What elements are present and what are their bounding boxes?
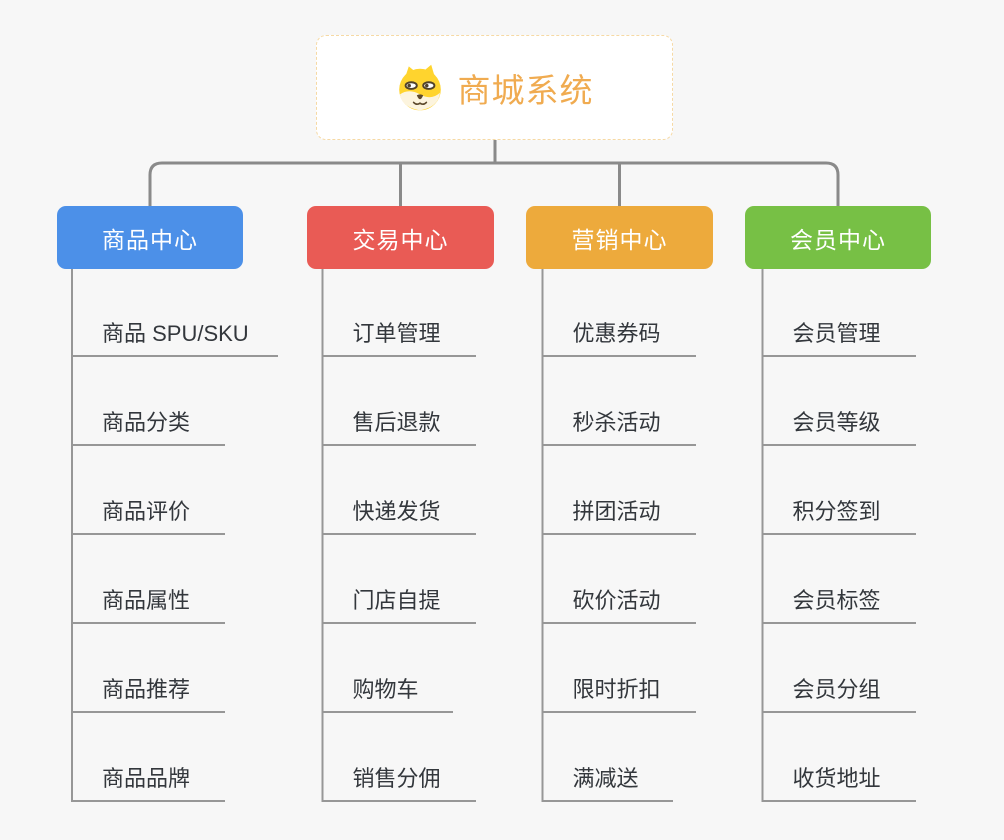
leaf-label: 商品评价: [102, 499, 191, 524]
leaf-item[interactable]: 会员标签: [761, 582, 916, 624]
leaf-label: 会员标签: [792, 588, 881, 613]
leaf-item[interactable]: 积分签到: [761, 493, 916, 535]
branch-node-member-center[interactable]: 会员中心: [745, 206, 931, 269]
leaf-label: 砍价活动: [572, 588, 661, 613]
leaf-label: 收货地址: [792, 766, 881, 791]
leaf-label: 会员等级: [792, 410, 881, 435]
branch-label: 营销中心: [571, 226, 668, 253]
doge-icon: [398, 64, 441, 110]
leaf-item[interactable]: 会员等级: [761, 404, 916, 446]
leaf-item[interactable]: 优惠券码: [541, 315, 696, 357]
leaf-label: 积分签到: [792, 499, 881, 524]
leaf-item[interactable]: 收货地址: [761, 760, 916, 802]
leaf-label: 商品推荐: [102, 677, 191, 702]
leaf-label: 商品属性: [102, 588, 191, 613]
leaf-item[interactable]: 会员管理: [761, 315, 916, 357]
leaf-item[interactable]: 商品分类: [71, 404, 225, 446]
leaf-label: 门店自提: [352, 588, 441, 613]
leaf-label: 商品品牌: [102, 766, 191, 791]
branch-node-product-center[interactable]: 商品中心: [57, 206, 243, 269]
leaf-item[interactable]: 售后退款: [321, 404, 476, 446]
leaf-label: 销售分佣: [352, 766, 441, 791]
leaf-item[interactable]: 秒杀活动: [541, 404, 696, 446]
leaf-item[interactable]: 限时折扣: [541, 671, 696, 713]
leaf-label: 秒杀活动: [572, 410, 661, 435]
leaf-label: 拼团活动: [572, 499, 661, 524]
leaf-label: 购物车: [352, 677, 419, 702]
leaf-item[interactable]: 商品品牌: [71, 760, 225, 802]
leaf-label: 会员管理: [792, 321, 881, 346]
branch-node-marketing-center[interactable]: 营销中心: [526, 206, 713, 269]
leaf-label: 满减送: [572, 766, 639, 791]
leaf-item[interactable]: 砍价活动: [541, 582, 696, 624]
leaf-label: 商品 SPU/SKU: [102, 321, 249, 346]
leaf-label: 订单管理: [352, 321, 441, 346]
leaf-item[interactable]: 快递发货: [321, 493, 476, 535]
leaf-item[interactable]: 门店自提: [321, 582, 476, 624]
leaf-label: 优惠券码: [572, 321, 661, 346]
leaf-label: 限时折扣: [572, 677, 661, 702]
leaf-item[interactable]: 商品属性: [71, 582, 225, 624]
leaf-item[interactable]: 拼团活动: [541, 493, 696, 535]
leaf-label: 售后退款: [352, 410, 441, 435]
branch-node-trade-center[interactable]: 交易中心: [307, 206, 494, 269]
leaf-item[interactable]: 商品评价: [71, 493, 225, 535]
branch-label: 交易中心: [352, 226, 449, 253]
leaf-item[interactable]: 销售分佣: [321, 760, 476, 802]
leaf-label: 快递发货: [352, 499, 441, 524]
root-title: 商城系统: [457, 71, 594, 109]
leaf-item[interactable]: 满减送: [541, 760, 673, 802]
branch-label: 会员中心: [790, 226, 886, 253]
leaf-item[interactable]: 商品推荐: [71, 671, 225, 713]
leaf-label: 会员分组: [792, 677, 881, 702]
branch-label: 商品中心: [102, 226, 198, 253]
leaf-item[interactable]: 订单管理: [321, 315, 476, 357]
leaf-item[interactable]: 会员分组: [761, 671, 916, 713]
leaf-item[interactable]: 购物车: [321, 671, 453, 713]
root-node-mall-system[interactable]: 商城系统: [316, 35, 673, 140]
leaf-item[interactable]: 商品 SPU/SKU: [71, 315, 278, 357]
leaf-label: 商品分类: [102, 410, 191, 435]
